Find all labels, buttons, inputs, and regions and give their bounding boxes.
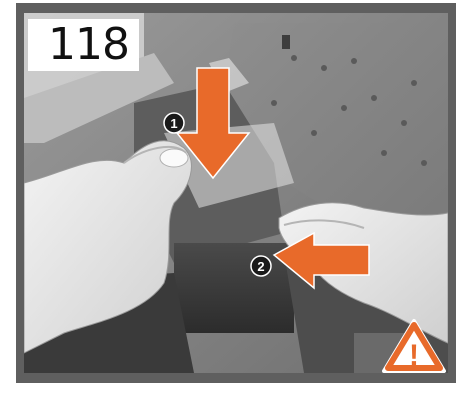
warning-symbol: !	[409, 339, 419, 372]
plate-screw	[282, 35, 290, 49]
left-fingertip	[160, 149, 188, 167]
callout-2-label: 2	[257, 259, 264, 274]
callout-1-label: 1	[170, 116, 177, 131]
step-number: 118	[28, 19, 139, 71]
callout-1: 1	[164, 113, 184, 133]
callout-2: 2	[251, 256, 271, 276]
